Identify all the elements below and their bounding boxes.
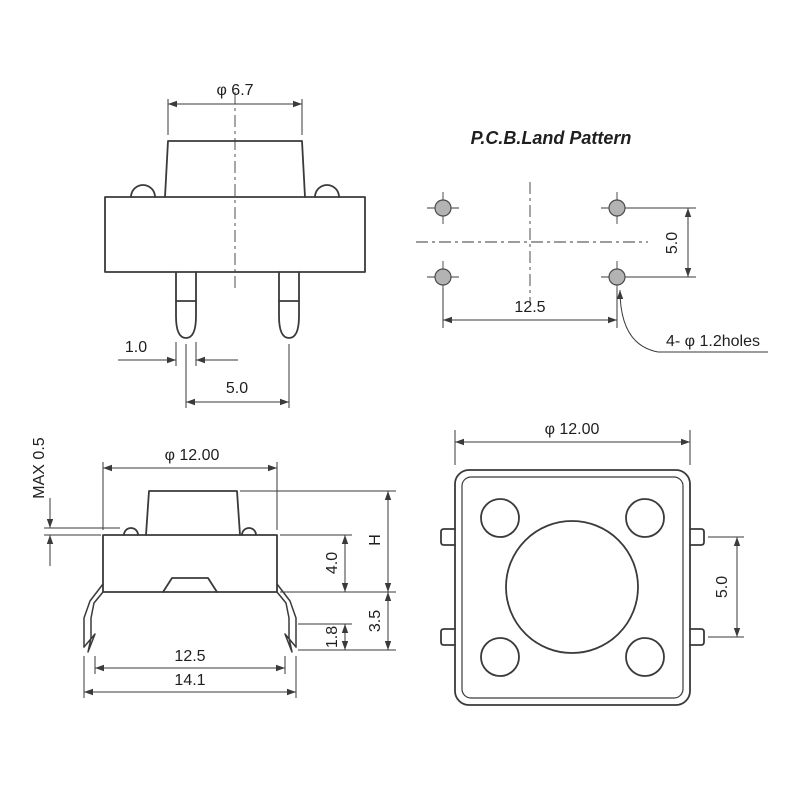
dim-top-body-size-label: φ 12.00: [545, 421, 600, 438]
dim-land-horizontal-pitch-label: 12.5: [514, 299, 545, 316]
dim-pin-pitch: [185, 344, 290, 408]
top-corner-hole-1: [480, 498, 520, 538]
dim-cap-diameter-label: φ 6.7: [216, 82, 253, 99]
side-right-bump: [314, 184, 340, 198]
top-right-tab-1: [689, 528, 705, 546]
front-right-lead: [276, 583, 297, 653]
side-view: φ 6.7 1.0 5.0: [104, 82, 366, 408]
side-left-pin: [175, 271, 197, 339]
top-view: φ 12.00 5.0: [440, 421, 744, 706]
dim-total-height-label: H: [367, 534, 384, 546]
front-left-lead: [83, 583, 104, 653]
dim-front-body-width: [102, 462, 278, 530]
front-center-notch: [162, 577, 218, 593]
dim-pin-pitch-label: 5.0: [226, 380, 248, 397]
dim-foot-height-label: 1.8: [324, 626, 341, 648]
front-left-bump: [123, 527, 139, 536]
top-corner-hole-2: [625, 498, 665, 538]
land-holes-leader: [616, 289, 768, 353]
land-holes-note-label: 4- φ 1.2holes: [666, 333, 760, 350]
front-view-outline: [83, 490, 297, 653]
hole-bottom-right: [601, 261, 633, 293]
dim-lead-span: [94, 656, 286, 674]
hole-top-right: [601, 192, 633, 224]
top-right-tab-2: [689, 628, 705, 646]
dim-max-clearance-label: MAX 0.5: [31, 437, 48, 498]
dim-overall-span-label: 14.1: [174, 672, 205, 689]
front-view: MAX 0.5 φ 12.00 4.0 1.8 H 3.5 12.5: [31, 437, 396, 698]
dim-lead-span-label: 12.5: [174, 648, 205, 665]
top-view-outline: [440, 469, 705, 706]
front-right-bump: [241, 527, 257, 536]
top-actuator-circle: [505, 520, 639, 654]
dim-land-vertical-pitch-label: 5.0: [664, 232, 681, 254]
dim-pin-width-label: 1.0: [125, 339, 147, 356]
side-right-pin: [278, 271, 300, 339]
dim-top-tab-pitch: [708, 536, 744, 638]
front-right-extension-lines: [240, 490, 396, 651]
top-left-tab-1: [440, 528, 456, 546]
top-corner-hole-3: [480, 637, 520, 677]
dim-body-height-label: 4.0: [324, 552, 341, 574]
dim-lead-below-label: 3.5: [367, 610, 384, 632]
land-pattern-holes: [427, 192, 633, 293]
dim-front-body-width-label: φ 12.00: [165, 447, 220, 464]
dim-top-body-size: [454, 430, 691, 465]
hole-top-left: [427, 192, 459, 224]
dim-pin-width: [118, 342, 238, 366]
dim-land-vertical-pitch: [628, 207, 696, 278]
side-left-bump: [130, 184, 156, 198]
top-left-tab-2: [440, 628, 456, 646]
top-body-outer: [454, 469, 691, 706]
front-cap: [145, 490, 241, 536]
top-corner-hole-4: [625, 637, 665, 677]
dim-overall-span: [83, 656, 297, 698]
dim-max-clearance: [44, 498, 120, 566]
hole-bottom-left: [427, 261, 459, 293]
top-body-inner: [461, 476, 684, 699]
front-body: [102, 534, 278, 593]
dim-cap-diameter: [167, 99, 303, 135]
dim-top-tab-pitch-label: 5.0: [714, 576, 731, 598]
land-pattern-title: P.C.B.Land Pattern: [471, 128, 632, 148]
pcb-land-pattern: P.C.B.Land Pattern: [416, 128, 768, 353]
